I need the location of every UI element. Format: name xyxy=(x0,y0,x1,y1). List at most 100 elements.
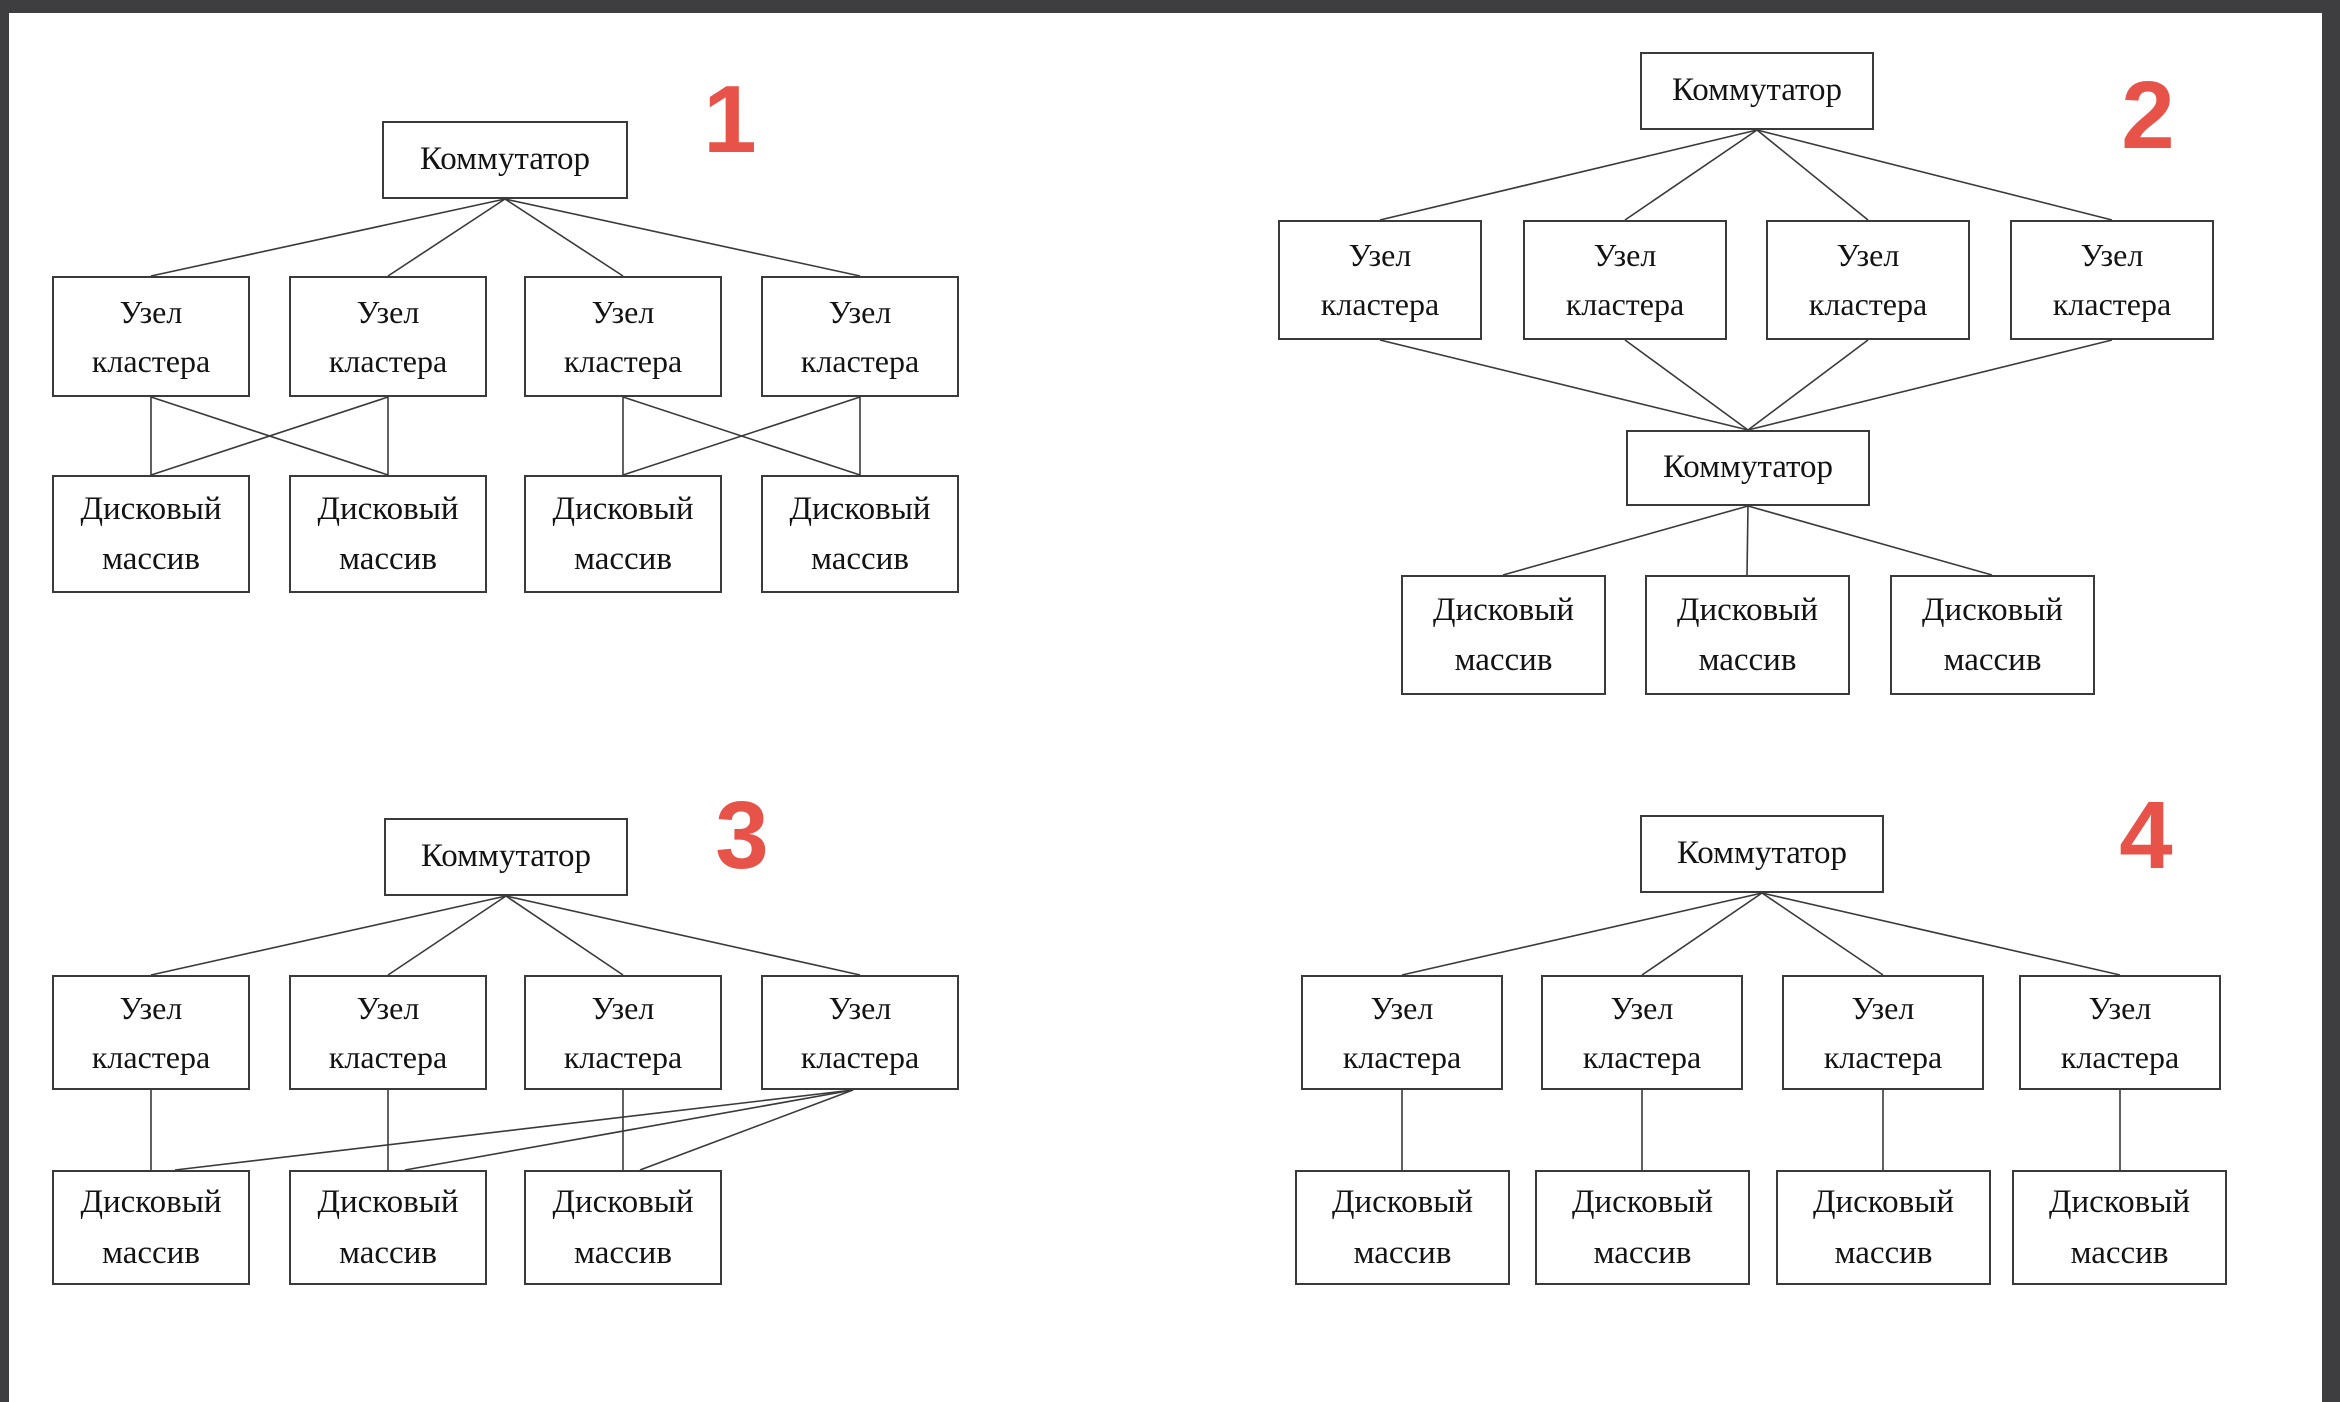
d3-node-box-4: Узел кластера xyxy=(761,975,959,1090)
d1-disk-3-label-line2: массив xyxy=(574,541,672,577)
d4-switch-label: Коммутатор xyxy=(1676,835,1848,872)
d1-switch-label: Коммутатор xyxy=(419,141,591,178)
d2-node-1-label-line2: кластера xyxy=(1320,286,1440,322)
d4-switch-box: Коммутатор xyxy=(1640,815,1884,893)
frame-left-edge xyxy=(0,0,9,1402)
d1-node-3-label-line1: Узел xyxy=(591,293,655,330)
d2-disk-2-label-line1: Дисковый xyxy=(1676,591,1819,628)
d3-node-2-label-line1: Узел xyxy=(356,989,420,1026)
d2-node-box-4: Узел кластера xyxy=(2010,220,2214,340)
d4-node-box-4: Узел кластера xyxy=(2019,975,2221,1090)
d2-disk-box-3: Дисковый массив xyxy=(1890,575,2095,695)
d1-disk-box-1: Дисковый массив xyxy=(52,475,250,593)
d4-node-2-label-line1: Узел xyxy=(1610,989,1674,1026)
connector-line xyxy=(1756,129,2113,221)
d2-node-4-label-line1: Узел xyxy=(2080,237,2144,274)
connector-line xyxy=(150,198,506,277)
d2-switch-bottom-box: Коммутатор xyxy=(1626,430,1870,506)
d1-node-2-label-line2: кластера xyxy=(328,342,448,379)
connector-line xyxy=(1624,339,1749,431)
d3-switch-box: Коммутатор xyxy=(384,818,628,896)
d2-disk-2-label-line2: массив xyxy=(1698,642,1797,678)
d1-node-2-label-line1: Узел xyxy=(356,293,420,330)
connector-line xyxy=(1747,339,2113,431)
connector-line xyxy=(174,1089,854,1171)
d4-disk-1-label-line2: массив xyxy=(1353,1234,1452,1271)
frame-top-edge xyxy=(0,0,2340,13)
frame-right-edge xyxy=(2322,0,2340,1402)
connector-line xyxy=(1624,129,1758,221)
connector-line xyxy=(1761,892,2121,976)
d4-node-1-label-line2: кластера xyxy=(1342,1038,1462,1075)
d3-node-1-label-line2: кластера xyxy=(91,1038,211,1075)
connector-line xyxy=(150,396,389,476)
d2-node-box-2: Узел кластера xyxy=(1523,220,1727,340)
d1-disk-1-label-line1: Дисковый xyxy=(80,490,222,527)
d1-node-1-label-line1: Узел xyxy=(119,293,183,330)
d2-node-3-label-line1: Узел xyxy=(1836,237,1900,274)
d1-disk-4-label-line2: массив xyxy=(811,541,909,577)
d2-node-box-3: Узел кластера xyxy=(1766,220,1970,340)
connector-line xyxy=(387,895,507,976)
d2-node-3-label-line2: кластера xyxy=(1808,286,1928,322)
d3-node-3-label-line2: кластера xyxy=(563,1038,683,1075)
d4-node-3-label-line2: кластера xyxy=(1823,1038,1943,1075)
connector-line xyxy=(1401,892,1763,976)
d3-switch-label: Коммутатор xyxy=(420,838,592,875)
connector-line xyxy=(505,895,624,976)
d2-node-box-1: Узел кластера xyxy=(1278,220,1482,340)
d3-disk-1-label-line2: массив xyxy=(102,1234,200,1271)
connector-line xyxy=(1761,892,1884,976)
d1-disk-box-3: Дисковый массив xyxy=(524,475,722,593)
d4-disk-1-label-line1: Дисковый xyxy=(1331,1184,1474,1221)
d1-node-box-1: Узел кластера xyxy=(52,276,250,397)
connector-line xyxy=(639,1089,854,1171)
d2-node-2-label-line2: кластера xyxy=(1565,286,1685,322)
d2-node-2-label-line1: Узел xyxy=(1593,237,1657,274)
d1-disk-2-label-line1: Дисковый xyxy=(317,490,459,527)
d4-node-4-label-line2: кластера xyxy=(2060,1038,2180,1075)
connector-line xyxy=(504,198,861,277)
d4-node-box-3: Узел кластера xyxy=(1782,975,1984,1090)
d1-node-4-label-line2: кластера xyxy=(800,342,920,379)
d4-disk-4-label-line2: массив xyxy=(2070,1234,2169,1271)
d1-disk-1-label-line2: массив xyxy=(102,541,200,577)
connector-line xyxy=(1746,505,1749,576)
connector-line xyxy=(1379,339,1749,431)
d3-node-2-label-line2: кластера xyxy=(328,1038,448,1075)
d4-node-1-label-line1: Узел xyxy=(1370,989,1434,1026)
connector-line xyxy=(622,396,861,476)
d4-node-2-label-line2: кластера xyxy=(1582,1038,1702,1075)
connector-line xyxy=(1747,505,1993,576)
connector-line xyxy=(504,198,624,277)
d1-node-1-label-line2: кластера xyxy=(91,342,211,379)
d4-disk-box-4: Дисковый массив xyxy=(2012,1170,2227,1285)
d3-disk-2-label-line1: Дисковый xyxy=(317,1184,459,1221)
d3-node-box-2: Узел кластера xyxy=(289,975,487,1090)
d2-switch-top-label: Коммутатор xyxy=(1671,72,1843,109)
d2-node-1-label-line1: Узел xyxy=(1348,237,1412,274)
d4-disk-2-label-line1: Дисковый xyxy=(1571,1184,1714,1221)
diagram-number-1: 1 xyxy=(703,66,757,173)
connector-line xyxy=(387,198,506,277)
d2-disk-box-1: Дисковый массив xyxy=(1401,575,1606,695)
d1-node-box-4: Узел кластера xyxy=(761,276,959,397)
connector-line xyxy=(1641,892,1763,976)
d1-node-4-label-line1: Узел xyxy=(828,293,892,330)
d1-disk-box-2: Дисковый массив xyxy=(289,475,487,593)
diagram-number-4: 4 xyxy=(2119,782,2173,889)
diagram-number-3: 3 xyxy=(715,782,769,889)
d4-disk-3-label-line1: Дисковый xyxy=(1812,1184,1955,1221)
connector-line xyxy=(1502,505,1749,576)
d4-node-4-label-line1: Узел xyxy=(2088,989,2152,1026)
d4-node-box-1: Узел кластера xyxy=(1301,975,1503,1090)
d1-disk-2-label-line2: массив xyxy=(339,541,437,577)
d4-disk-box-1: Дисковый массив xyxy=(1295,1170,1510,1285)
d2-node-4-label-line2: кластера xyxy=(2052,286,2172,322)
d2-switch-bottom-label: Коммутатор xyxy=(1662,449,1834,486)
d2-disk-1-label-line1: Дисковый xyxy=(1432,591,1575,628)
connector-line xyxy=(1379,129,1758,221)
d4-disk-2-label-line2: массив xyxy=(1593,1234,1692,1271)
